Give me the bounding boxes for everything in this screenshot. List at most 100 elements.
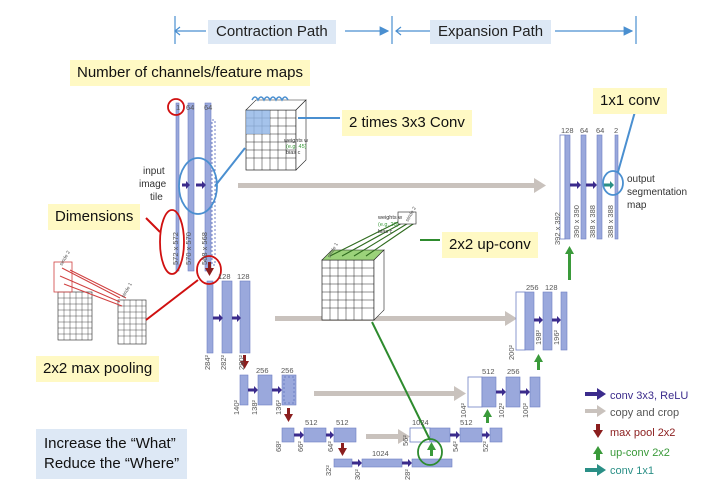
legend-conv-icon <box>585 388 606 400</box>
channel-label-64a: 64 <box>186 103 194 112</box>
level2-encoder <box>206 280 251 354</box>
l3-dim-1: 140² <box>232 399 241 415</box>
up3-ch-1: 512 <box>482 367 495 376</box>
l2-dim-3: 280² <box>237 354 246 370</box>
kernel-conv-1: weights w <box>283 138 308 144</box>
legend-label-conv1x1: conv 1x1 <box>610 465 654 477</box>
highlights <box>145 98 637 466</box>
level3-encoder <box>239 374 297 406</box>
stride-label-pool-1: stride 1 <box>121 282 135 299</box>
upconv-callout: 2x2 up-conv <box>442 232 538 258</box>
note-line-1: Increase the “What” <box>44 435 176 452</box>
header-arrows <box>174 16 637 44</box>
channel-label-1: 1 <box>176 103 180 112</box>
kernel-up-3: bias c <box>378 229 393 235</box>
what-where-note: Increase the “What” Reduce the “Where” <box>36 429 188 479</box>
up1-dim-1: 392 x 392 <box>553 212 562 245</box>
up1-ch-2: 64 <box>580 126 588 135</box>
l2-ch-2: 128 <box>237 272 250 281</box>
legend-label-conv: conv 3x3, ReLU <box>610 390 688 402</box>
legend-label-copy: copy and crop <box>610 407 679 419</box>
up1-ch-3: 64 <box>596 126 604 135</box>
up3-ch-2: 256 <box>507 367 520 376</box>
up2-dim-1: 200² <box>507 344 516 360</box>
up1-ch-4: 2 <box>614 126 618 135</box>
bottleneck <box>333 458 453 468</box>
stride-label-pool-2: stride 2 <box>59 250 73 267</box>
level4-encoder <box>281 427 357 443</box>
contraction-path-label: Contraction Path <box>208 20 336 44</box>
up3-dim-3: 100² <box>521 402 530 418</box>
conv1x1-callout: 1x1 conv <box>593 88 668 114</box>
up1-dim-3: 388 x 388 <box>588 205 597 238</box>
l3-ch-2: 256 <box>281 366 294 375</box>
input-label-2: image <box>139 179 167 190</box>
upconv-kernel-illustration <box>321 211 417 321</box>
kernel-up-2: (e.g. 20) <box>378 222 399 228</box>
l2-dim-1: 284² <box>203 354 212 370</box>
up4-ch-2: 512 <box>460 418 473 427</box>
l4-ch-2: 512 <box>336 418 349 427</box>
dim-568: 568 x 568 <box>200 232 209 265</box>
up2-dim-3: 196² <box>552 329 561 345</box>
legend: conv 3x3, ReLU copy and crop max pool 2x… <box>585 388 688 477</box>
output-label-2: segmentation <box>627 187 687 198</box>
level4-decoder <box>409 427 503 443</box>
dim-570: 570 x 570 <box>184 232 193 265</box>
bottom-dim-2: 30² <box>353 469 362 480</box>
up3-dim-1: 104² <box>459 402 468 418</box>
up4-ch-1: 1024 <box>412 418 429 427</box>
expansion-path-label: Expansion Path <box>430 20 552 44</box>
legend-maxpool-icon <box>593 424 603 438</box>
input-label-1: input <box>143 166 165 177</box>
l4-dim-3: 64² <box>326 441 335 452</box>
up1-dim-4: 388 x 388 <box>606 205 615 238</box>
up4-dim-2: 54² <box>451 441 460 452</box>
l4-ch-1: 512 <box>305 418 318 427</box>
up4-dim-1: 56² <box>401 435 410 446</box>
up2-ch-1: 256 <box>526 283 539 292</box>
up1-ch-1: 128 <box>561 126 574 135</box>
l3-dim-3: 136² <box>274 399 283 415</box>
l4-dim-2: 66² <box>296 441 305 452</box>
legend-label-upconv: up-conv 2x2 <box>610 447 670 459</box>
conv-kernel-illustration <box>245 96 307 171</box>
legend-conv1x1-icon <box>585 464 606 476</box>
note-line-2: Reduce the “Where” <box>44 455 180 472</box>
output-label-1: output <box>627 174 655 185</box>
upconv-arrows <box>427 246 574 456</box>
l2-dim-2: 282² <box>219 354 228 370</box>
diagram-labels: 1 64 64 input image tile 572 x 572 570 x… <box>59 103 688 480</box>
level1-encoder <box>175 102 216 272</box>
dimensions-callout: Dimensions <box>48 204 141 230</box>
kernel-up-1: weights w <box>377 215 402 221</box>
l3-ch-1: 256 <box>256 366 269 375</box>
l4-dim-1: 68² <box>274 441 283 452</box>
channels-callout: Number of channels/feature maps <box>70 60 310 86</box>
maxpool-arrows <box>205 262 347 456</box>
legend-label-maxpool: max pool 2x2 <box>610 427 675 439</box>
bottom-ch: 1024 <box>372 449 389 458</box>
up2-ch-2: 128 <box>545 283 558 292</box>
bottom-dim-1: 32² <box>324 465 333 476</box>
level1-decoder <box>559 134 619 240</box>
input-label-3: tile <box>150 192 163 203</box>
conv-callout: 2 times 3x3 Conv <box>342 110 472 136</box>
maxpool-illustration <box>53 261 147 345</box>
maxpool-callout: 2x2 max pooling <box>36 356 160 382</box>
channel-label-64b: 64 <box>204 103 212 112</box>
level3-decoder <box>467 376 541 408</box>
kernel-conv-2: (e.g. 45) <box>286 144 307 150</box>
output-label-3: map <box>627 200 647 211</box>
legend-upconv-icon <box>593 446 603 460</box>
copy-crop-arrows <box>238 178 546 444</box>
up3-dim-2: 102² <box>497 402 506 418</box>
l2-ch-1: 128 <box>218 272 231 281</box>
up2-dim-2: 198² <box>534 329 543 345</box>
kernel-conv-3: bias c <box>286 150 301 156</box>
bottom-dim-3: 28² <box>403 469 412 480</box>
level2-decoder <box>515 291 568 351</box>
up4-dim-3: 52² <box>481 441 490 452</box>
